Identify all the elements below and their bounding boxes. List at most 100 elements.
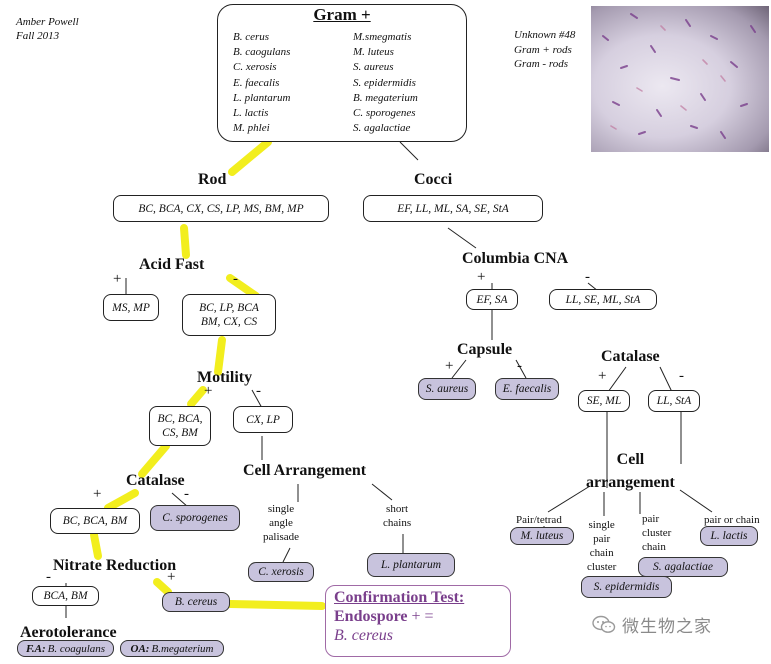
gram-item: S. agalactiae <box>353 122 411 135</box>
nitrate-negative-box: BCA, BM <box>32 586 99 606</box>
gram-item: S. aureus <box>353 61 394 74</box>
unknown-line1: Gram + rods <box>514 43 572 56</box>
confirmation-test-box: Confirmation Test: Endospore + = B. cere… <box>325 585 511 657</box>
gram-item: M. phlei <box>233 122 270 135</box>
acid-fast-positive-box: MS, MP <box>103 294 159 321</box>
nitrate-plus: + <box>167 569 176 585</box>
opt-line: single <box>588 519 615 531</box>
catalase-right-plus: + <box>598 368 607 384</box>
confirmation-test-name: Endospore <box>334 608 408 625</box>
wechat-icon <box>592 615 616 633</box>
acid-fast-negative-box: BC, LP, BCA BM, CX, CS <box>182 294 276 336</box>
catalase-left-negative-result: C. sporogenes <box>150 505 240 531</box>
nitrate-positive-result: B. cereus <box>162 592 230 612</box>
capsule-label: Capsule <box>457 341 513 358</box>
confirmation-test-rest: + = <box>411 608 434 625</box>
cell-arr-right-result3: S. agalactiae <box>638 557 728 577</box>
watermark: 微生物之家 <box>592 612 712 637</box>
catalase-left-plus: + <box>93 486 102 502</box>
gram-item: C. sporogenes <box>353 107 416 120</box>
cell-arr-left-option1: single angle palisade <box>263 502 299 544</box>
gram-col1: B. cerus B. caogulans C. xerosis E. faec… <box>233 30 290 136</box>
aerotolerance-label: Aerotolerance <box>20 624 117 641</box>
cell-arr-right-result1: M. luteus <box>510 527 574 545</box>
black-connectors <box>65 141 713 618</box>
cell-arrangement-right-label: Cell arrangement <box>586 448 675 494</box>
motility-minus: - <box>256 383 261 399</box>
gram-item: C. xerosis <box>233 61 277 74</box>
acid-fast-plus: + <box>113 271 122 287</box>
cell-arr-right-option1: Pair/tetrad <box>516 514 562 526</box>
cocci-label: Cocci <box>414 171 453 188</box>
rod-label: Rod <box>198 171 227 188</box>
opt-line: short <box>386 503 409 515</box>
unknown-block: Unknown #48 Gram + rods Gram - rods <box>514 28 575 72</box>
opt-line: chain <box>642 541 666 553</box>
cell-arr-left-result1: C. xerosis <box>248 562 314 582</box>
rod-members-box: BC, BCA, CX, CS, LP, MS, BM, MP <box>113 195 329 222</box>
cell-arr-right-option4: pair or chain <box>704 514 760 526</box>
columbia-plus: + <box>477 269 486 285</box>
capsule-positive-result: S. aureus <box>418 378 476 400</box>
columbia-minus: - <box>585 269 590 285</box>
capsule-negative-result: E. faecalis <box>495 378 559 400</box>
watermark-text: 微生物之家 <box>622 617 712 637</box>
catalase-right-positive-box: SE, ML <box>578 390 630 412</box>
cocci-members-box: EF, LL, ML, SA, SE, StA <box>363 195 543 222</box>
gram-item: B. megaterium <box>353 91 418 104</box>
capsule-minus: - <box>517 358 522 374</box>
fa-tag: F.A: <box>25 642 46 655</box>
confirmation-test-line: Endospore + = <box>334 608 502 626</box>
author-term: Fall 2013 <box>16 30 60 42</box>
gram-item: M.smegmatis <box>353 31 412 43</box>
cell-arr-right-result4: L. lactis <box>700 526 758 546</box>
acid-fast-neg-line2: BM, CX, CS <box>200 316 258 328</box>
motility-positive-box: BC, BCA, CS, BM <box>149 406 211 446</box>
motility-pos-line1: BC, BCA, <box>157 413 203 425</box>
opt-line: pair <box>642 513 660 525</box>
catalase-right-minus: - <box>679 368 684 384</box>
gram-positive-box: Gram + B. cerus B. caogulans C. xerosis … <box>217 4 467 142</box>
gram-item: B. cerus <box>233 31 270 43</box>
cell-arr-right-line2: arrangement <box>586 474 675 491</box>
confirmation-result: B. cereus <box>334 627 393 644</box>
oa-value: B.megaterium <box>151 642 214 655</box>
gram-item: S. epidermidis <box>353 76 416 89</box>
columbia-cna-label: Columbia CNA <box>462 250 569 267</box>
opt-line: chain <box>589 547 614 559</box>
acid-fast-neg-line1: BC, LP, BCA <box>199 302 259 314</box>
opt-line: pair <box>593 533 611 545</box>
cell-arr-left-option2: short chains <box>383 502 411 530</box>
columbia-negative-box: LL, SE, ML, StA <box>549 289 657 310</box>
aerotolerance-oa-result: OA:B.megaterium <box>120 640 224 657</box>
fa-value: B. coagulans <box>47 642 106 655</box>
author-block: Amber Powell Fall 2013 <box>16 15 79 43</box>
acid-fast-label: Acid Fast <box>139 256 205 273</box>
gram-item: L. plantarum <box>233 91 291 104</box>
cell-arr-right-option2: single pair chain cluster <box>587 518 616 574</box>
catalase-left-label: Catalase <box>126 472 185 489</box>
highlight-path <box>90 138 326 610</box>
confirmation-title: Confirmation Test: <box>334 589 465 606</box>
catalase-right-label: Catalase <box>601 348 660 365</box>
motility-plus: + <box>204 383 213 399</box>
opt-line: angle <box>269 517 293 529</box>
cell-arr-right-line1: Cell <box>616 451 645 468</box>
gram-col2: M.smegmatis M. luteus S. aureus S. epide… <box>353 30 418 136</box>
motility-negative-box: CX, LP <box>233 406 293 433</box>
gram-item: L. lactis <box>233 107 269 120</box>
opt-line: cluster <box>642 527 672 539</box>
author-name: Amber Powell <box>16 16 79 28</box>
opt-line: palisade <box>263 531 300 543</box>
nitrate-minus: - <box>46 569 51 585</box>
columbia-positive-box: EF, SA <box>466 289 518 310</box>
gram-title: Gram + <box>313 5 371 24</box>
catalase-right-negative-box: LL, StA <box>648 390 700 412</box>
motility-pos-line2: CS, BM <box>162 427 198 439</box>
cell-arrangement-left-label: Cell Arrangement <box>243 462 367 479</box>
acid-fast-minus: - <box>233 271 238 287</box>
capsule-plus: + <box>445 358 454 374</box>
nitrate-reduction-label: Nitrate Reduction <box>53 557 177 574</box>
gram-item: B. caogulans <box>233 46 291 59</box>
